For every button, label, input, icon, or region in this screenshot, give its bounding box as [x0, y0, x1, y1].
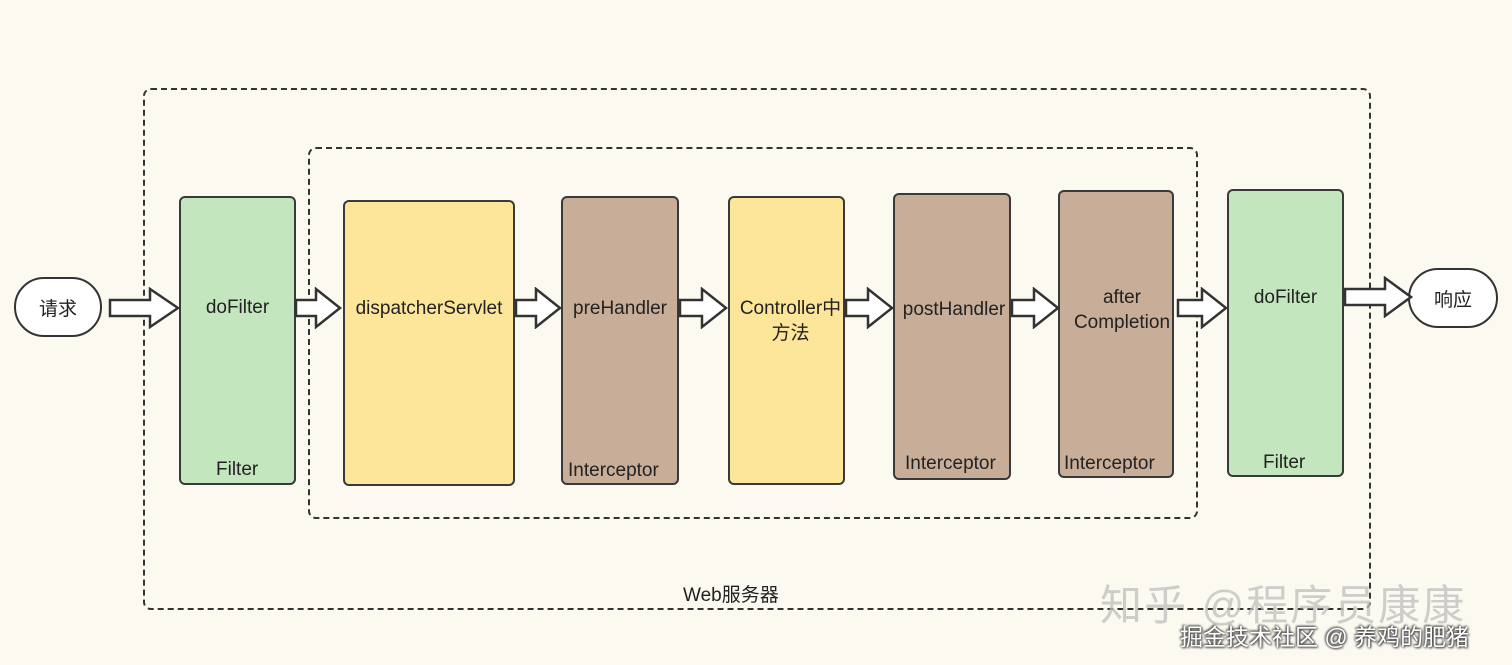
web-server-label: Web服务器 — [683, 585, 779, 606]
dispatcher-title: dispatcherServlet — [355, 298, 503, 319]
prehandler-node: preHandler Interceptor — [561, 196, 679, 485]
flow-arrow — [514, 287, 562, 329]
response-label: 响应 — [1433, 289, 1472, 311]
dofilter-in-title: doFilter — [205, 297, 270, 318]
dispatcher-node: dispatcherServlet — [343, 200, 515, 486]
aftercompletion-subtitle: Interceptor — [1064, 453, 1155, 474]
aftercompletion-title: after Completion — [1073, 287, 1171, 333]
juejin-watermark: 掘金技术社区 @ 养鸡的肥猪 — [1180, 624, 1470, 650]
flow-arrow — [844, 287, 894, 329]
servlet-frame — [308, 147, 1198, 519]
posthandler-title: postHandler — [902, 299, 1006, 320]
flow-arrow — [1343, 276, 1413, 318]
prehandler-title: preHandler — [573, 298, 667, 319]
web-server-frame — [143, 88, 1371, 610]
request-label: 请求 — [38, 298, 77, 320]
flow-arrow — [1010, 287, 1060, 329]
aftercompletion-node: after Completion Interceptor — [1058, 190, 1174, 478]
flow-arrow — [294, 287, 342, 329]
dofilter-in-node: doFilter Filter — [179, 196, 296, 485]
prehandler-subtitle: Interceptor — [568, 460, 659, 481]
posthandler-subtitle: Interceptor — [905, 453, 996, 474]
controller-title: Controller中 方法 — [739, 298, 842, 344]
request-node: 请求 — [14, 277, 102, 337]
flow-arrow — [108, 287, 180, 329]
zhihu-watermark: 知乎 @程序员康康 — [1100, 582, 1467, 629]
flow-arrow — [1176, 287, 1228, 329]
flow-arrow — [678, 287, 728, 329]
posthandler-node: postHandler Interceptor — [893, 193, 1011, 480]
dofilter-in-subtitle: Filter — [216, 459, 259, 480]
response-node: 响应 — [1408, 268, 1498, 328]
dofilter-out-subtitle: Filter — [1263, 452, 1306, 473]
controller-node: Controller中 方法 — [728, 196, 845, 485]
dofilter-out-node: doFilter Filter — [1227, 189, 1344, 477]
dofilter-out-title: doFilter — [1253, 287, 1318, 308]
